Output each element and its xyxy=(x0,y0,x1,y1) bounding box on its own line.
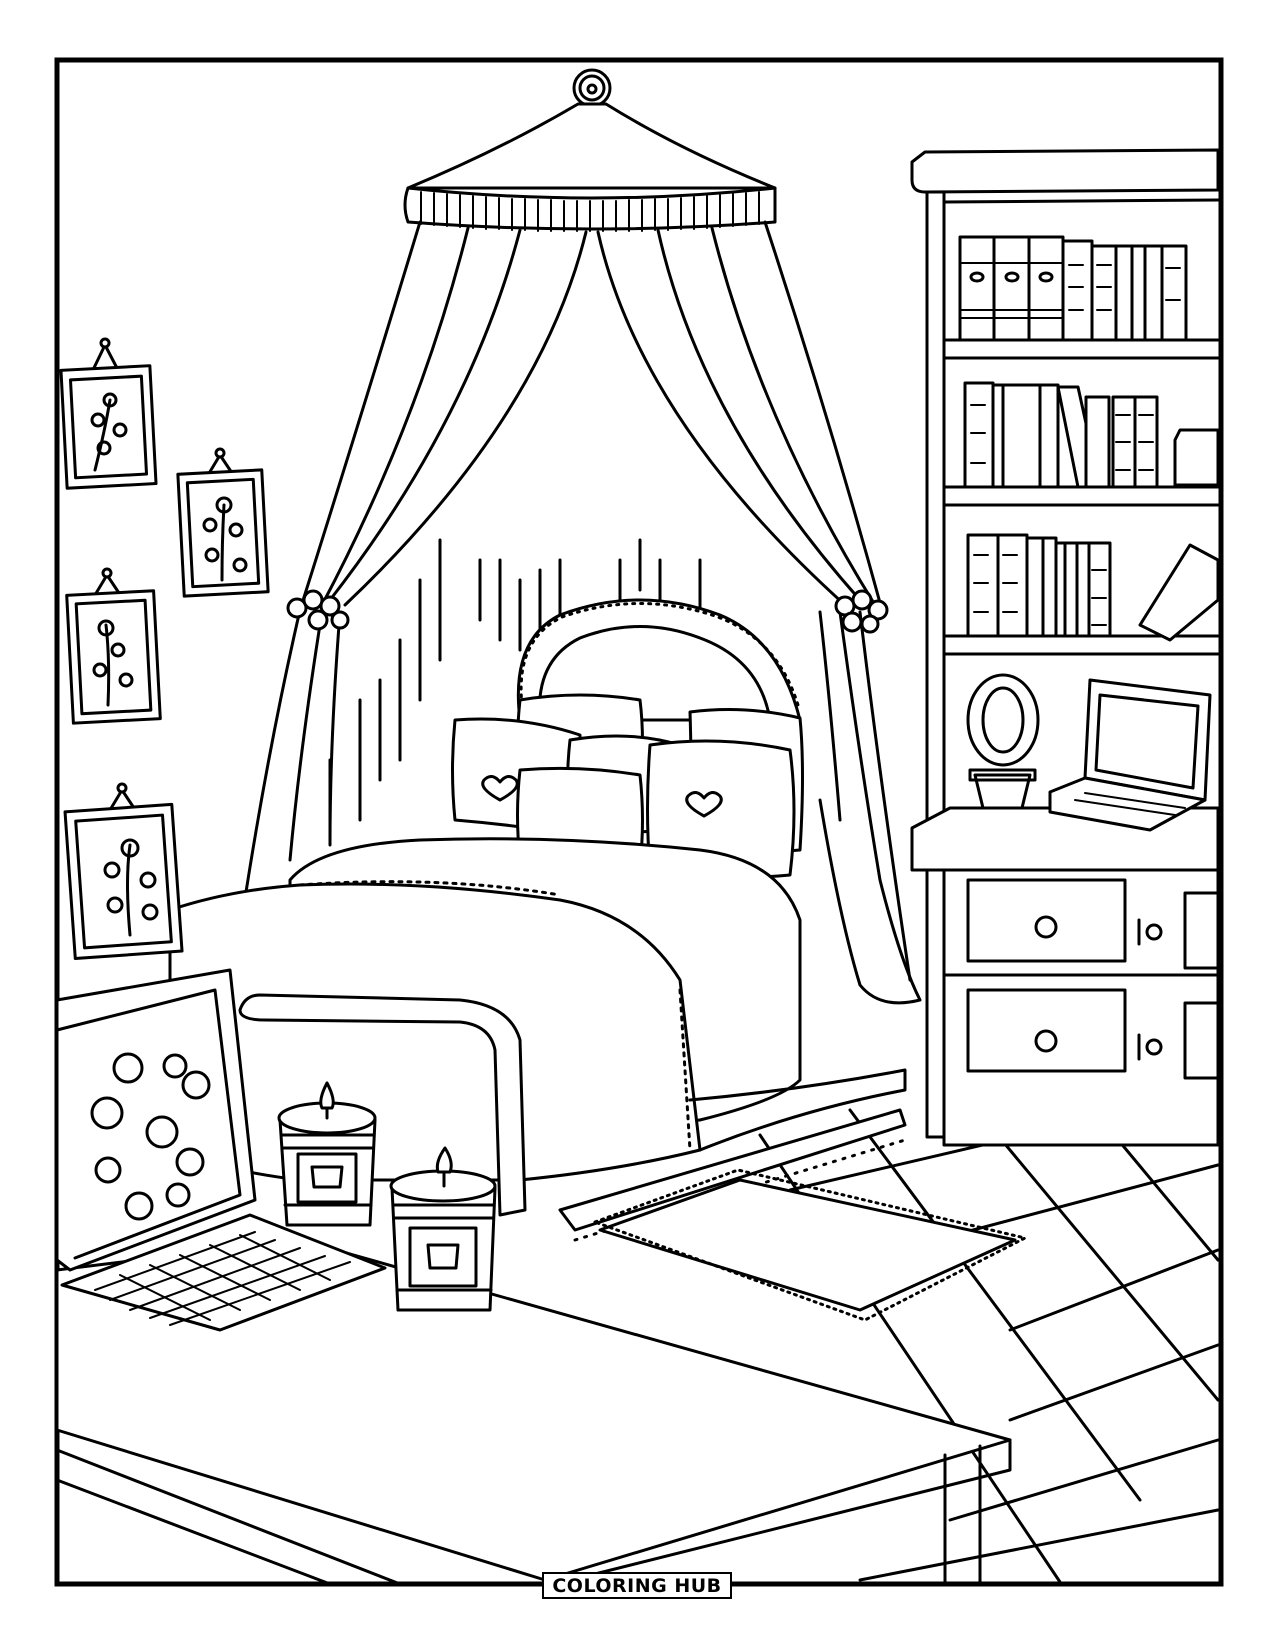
heart-icon xyxy=(481,775,519,802)
tieback-left xyxy=(286,589,350,631)
framed-picture-1 xyxy=(59,337,158,490)
bed xyxy=(168,837,907,1242)
canopy-cone xyxy=(406,102,777,190)
pillows xyxy=(451,693,804,880)
desk-laptop xyxy=(55,968,387,1332)
framed-picture-3 xyxy=(65,567,162,725)
candle-1 xyxy=(277,1081,377,1227)
headboard xyxy=(516,598,802,722)
rug xyxy=(593,1168,1027,1322)
tieback-right xyxy=(834,589,889,634)
framed-picture-4 xyxy=(63,782,184,961)
heart-icon xyxy=(685,791,723,818)
canopy-curtain xyxy=(244,220,922,1005)
brand-label: COLORING HUB xyxy=(542,1572,732,1599)
bookshelf xyxy=(910,148,1220,1139)
mirror-plant xyxy=(966,673,1040,810)
canopy-hook xyxy=(572,68,612,108)
canopy-band xyxy=(403,186,777,232)
chair xyxy=(238,993,527,1217)
candle-2 xyxy=(389,1146,497,1312)
framed-picture-2 xyxy=(176,447,270,598)
side-cabinet xyxy=(910,806,1220,1147)
small-laptop xyxy=(1048,678,1212,832)
